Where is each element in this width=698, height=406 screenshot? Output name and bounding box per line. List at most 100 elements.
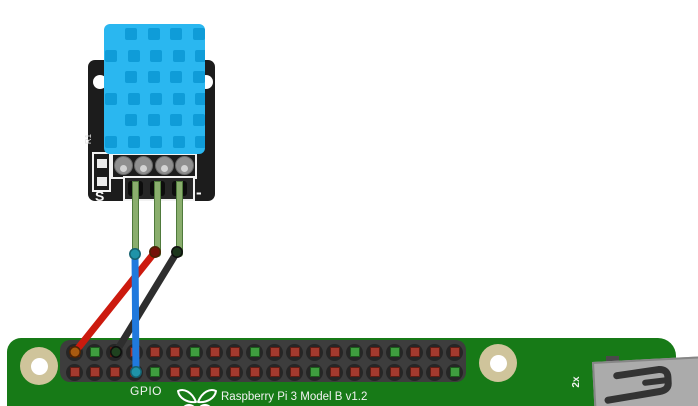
gpio-pin-top-7[interactable]: [186, 343, 204, 361]
sensor-grid-square: [127, 135, 140, 148]
wire-black-cap-bottom: [110, 346, 122, 358]
gpio-pin-top-12[interactable]: [286, 343, 304, 361]
sensor-grid-square: [172, 49, 185, 62]
gpio-pin-bottom-3[interactable]: [106, 363, 124, 381]
sensor-grid-square: [192, 114, 205, 126]
pin-contact: [149, 347, 160, 357]
pin-contact: [429, 347, 440, 357]
board-title: Raspberry Pi 3 Model B v1.2: [221, 391, 368, 403]
sensor-grid-square: [125, 71, 137, 83]
gpio-label: GPIO: [130, 384, 163, 398]
sensor-blue-body: [104, 24, 205, 154]
gpio-pin-bottom-17[interactable]: [386, 363, 404, 381]
gpio-pin-bottom-2[interactable]: [86, 363, 104, 381]
wire-black[interactable]: [112, 248, 181, 356]
wire-blue-cap-top: [129, 248, 141, 260]
gpio-pin-bottom-1[interactable]: [66, 363, 84, 381]
gpio-pin-top-2[interactable]: [86, 343, 104, 361]
pin-contact: [309, 367, 320, 377]
pin-contact: [169, 367, 180, 377]
pin-contact: [249, 367, 260, 377]
gpio-pin-top-6[interactable]: [166, 343, 184, 361]
pin-contact: [209, 347, 220, 357]
gpio-pin-bottom-13[interactable]: [306, 363, 324, 381]
sensor-grid-square: [192, 71, 205, 83]
gpio-pin-top-10[interactable]: [246, 343, 264, 361]
pin-contact: [369, 347, 380, 357]
pin-contact: [229, 347, 240, 357]
gpio-pin-top-15[interactable]: [346, 343, 364, 361]
gpio-pin-top-16[interactable]: [366, 343, 384, 361]
sensor-leg-2[interactable]: [153, 181, 161, 257]
pin-contact: [389, 347, 400, 357]
gpio-pin-bottom-19[interactable]: [426, 363, 444, 381]
gpio-pin-top-13[interactable]: [306, 343, 324, 361]
hole-inner: [489, 354, 507, 372]
gpio-pin-bottom-9[interactable]: [226, 363, 244, 381]
sensor-pad: [175, 156, 194, 175]
pin-contact: [149, 367, 160, 377]
gpio-pin-bottom-5[interactable]: [146, 363, 164, 381]
wire-red[interactable]: [71, 248, 159, 356]
sensor-grid-square: [147, 71, 160, 83]
pad-dot: [161, 165, 168, 172]
sensor-leg-1[interactable]: [131, 181, 139, 257]
sensor-grid-square: [105, 49, 117, 62]
gpio-header: [60, 340, 466, 382]
sensor-grid-square: [105, 135, 117, 148]
sensor-grid-square: [105, 92, 117, 105]
wire-red-cap-bottom: [69, 346, 81, 358]
gpio-pin-bottom-11[interactable]: [266, 363, 284, 381]
pin-contact: [289, 347, 300, 357]
sensor-leg-3[interactable]: [175, 181, 183, 257]
pin-contact: [69, 367, 80, 377]
gpio-pin-bottom-20[interactable]: [446, 363, 464, 381]
pin-contact: [409, 347, 420, 357]
pin-contact: [329, 347, 340, 357]
gpio-pin-top-5[interactable]: [146, 343, 164, 361]
sensor-grid-square: [125, 28, 137, 40]
sensor-grid-square: [170, 71, 182, 83]
sensor-grid-square: [150, 49, 162, 62]
gpio-pin-top-11[interactable]: [266, 343, 284, 361]
gpio-pin-bottom-16[interactable]: [366, 363, 384, 381]
gpio-pin-bottom-10[interactable]: [246, 363, 264, 381]
wire-blue[interactable]: [131, 250, 140, 376]
pin-contact: [89, 347, 100, 357]
sensor-pad: [134, 156, 153, 175]
pin-contact: [249, 347, 260, 357]
gpio-pin-bottom-15[interactable]: [346, 363, 364, 381]
gpio-pin-bottom-6[interactable]: [166, 363, 184, 381]
gpio-pin-top-18[interactable]: [406, 343, 424, 361]
sensor-grid-square: [150, 135, 162, 148]
gpio-pin-bottom-8[interactable]: [206, 363, 224, 381]
gpio-pin-top-14[interactable]: [326, 343, 344, 361]
pad-dot: [120, 165, 127, 172]
hole-inner: [30, 357, 48, 375]
gpio-pin-bottom-12[interactable]: [286, 363, 304, 381]
gpio-pin-top-17[interactable]: [386, 343, 404, 361]
gpio-pin-bottom-7[interactable]: [186, 363, 204, 381]
gpio-pin-top-8[interactable]: [206, 343, 224, 361]
pin-contact: [429, 367, 440, 377]
pin-contact: [309, 347, 320, 357]
pin-contact: [109, 367, 120, 377]
sensor-grid-square: [127, 92, 140, 105]
gpio-pin-top-20[interactable]: [446, 343, 464, 361]
sensor-pad: [114, 156, 133, 175]
sensor-grid-square: [195, 92, 205, 105]
pin-contact: [449, 347, 460, 357]
gpio-pin-bottom-18[interactable]: [406, 363, 424, 381]
pin-contact: [409, 367, 420, 377]
gpio-pin-bottom-14[interactable]: [326, 363, 344, 381]
sensor-grid-square: [170, 28, 182, 40]
resistor-label: R1: [84, 133, 93, 145]
pin-contact: [209, 367, 220, 377]
sensor-grid-square: [172, 135, 185, 148]
pin-contact: [229, 367, 240, 377]
gpio-pin-top-9[interactable]: [226, 343, 244, 361]
board-mount-hole-right: [479, 344, 517, 382]
gpio-pin-top-19[interactable]: [426, 343, 444, 361]
pin-contact: [289, 367, 300, 377]
